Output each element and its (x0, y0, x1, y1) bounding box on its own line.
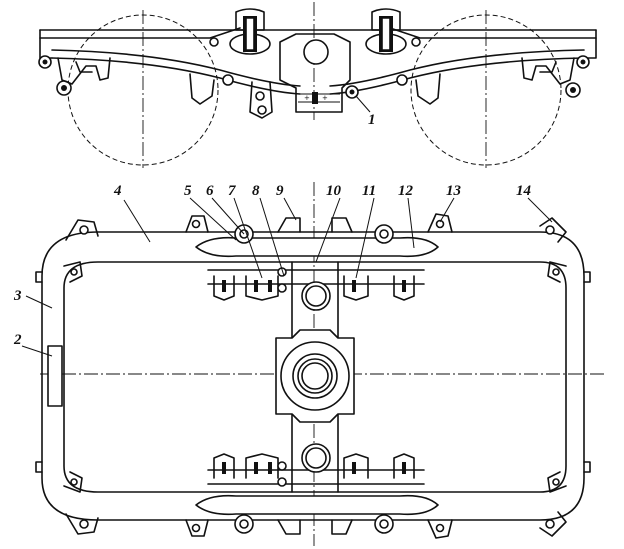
center-pivot (275, 329, 355, 423)
svg-text:+: + (304, 94, 310, 102)
left-belly-lower (51, 57, 301, 95)
bottom-spring-cap (195, 494, 439, 516)
label-8: 8 (252, 183, 260, 199)
left-belly-upper (51, 49, 301, 87)
side-frame-rail-2 (39, 27, 597, 39)
label-13: 13 (446, 183, 462, 199)
frame-inner-loop (63, 261, 567, 493)
left-guide-detail (75, 61, 93, 73)
label-1: 1 (368, 112, 376, 128)
label-9: 9 (276, 183, 284, 199)
part-2-plate (47, 345, 63, 407)
right-small-bolt (396, 74, 408, 86)
right-lugs (583, 271, 591, 473)
bottom-center-bracket (277, 519, 353, 535)
label-6: 6 (206, 183, 214, 199)
right-axlebox-guide (521, 57, 575, 85)
corner-brackets (63, 213, 567, 539)
lower-hanger-clamps (213, 453, 415, 487)
left-axlebox-guide (57, 57, 111, 85)
plan-view: 2 3 4 5 6 7 8 9 10 11 12 13 14 (13, 182, 604, 546)
right-guide-detail (539, 61, 557, 73)
left-lugs (35, 271, 43, 473)
label-4: 4 (113, 183, 122, 199)
left-bracket (189, 73, 215, 105)
spring-right-bolt (411, 37, 421, 47)
label-11: 11 (362, 183, 376, 199)
side-frame-left-end (39, 29, 53, 59)
right-belly-lower (329, 57, 585, 95)
leader-lines (21, 197, 553, 357)
label-5: 5 (184, 183, 192, 199)
left-spring-top (229, 8, 271, 55)
left-small-bolt (222, 74, 234, 86)
label-7: 7 (228, 183, 236, 199)
right-belly-upper (329, 49, 585, 87)
label-10: 10 (326, 183, 342, 199)
label-3: 3 (13, 288, 22, 304)
side-view: + + 1 (38, 2, 597, 168)
top-spring-cap (195, 236, 439, 258)
right-bracket (415, 73, 441, 105)
label-2: 2 (13, 332, 22, 348)
leader-1 (355, 95, 371, 113)
svg-text:+: + (322, 94, 328, 102)
side-frame-right-end (583, 29, 597, 59)
label-14: 14 (516, 183, 532, 199)
hanging-link (249, 81, 273, 119)
right-spring-top (365, 8, 407, 55)
spring-left-bolt (209, 37, 219, 47)
label-12: 12 (398, 183, 414, 199)
upper-hanger-clamps (213, 267, 415, 301)
central-bolster-bracket: + + (279, 33, 351, 113)
top-center-bracket (277, 217, 353, 233)
